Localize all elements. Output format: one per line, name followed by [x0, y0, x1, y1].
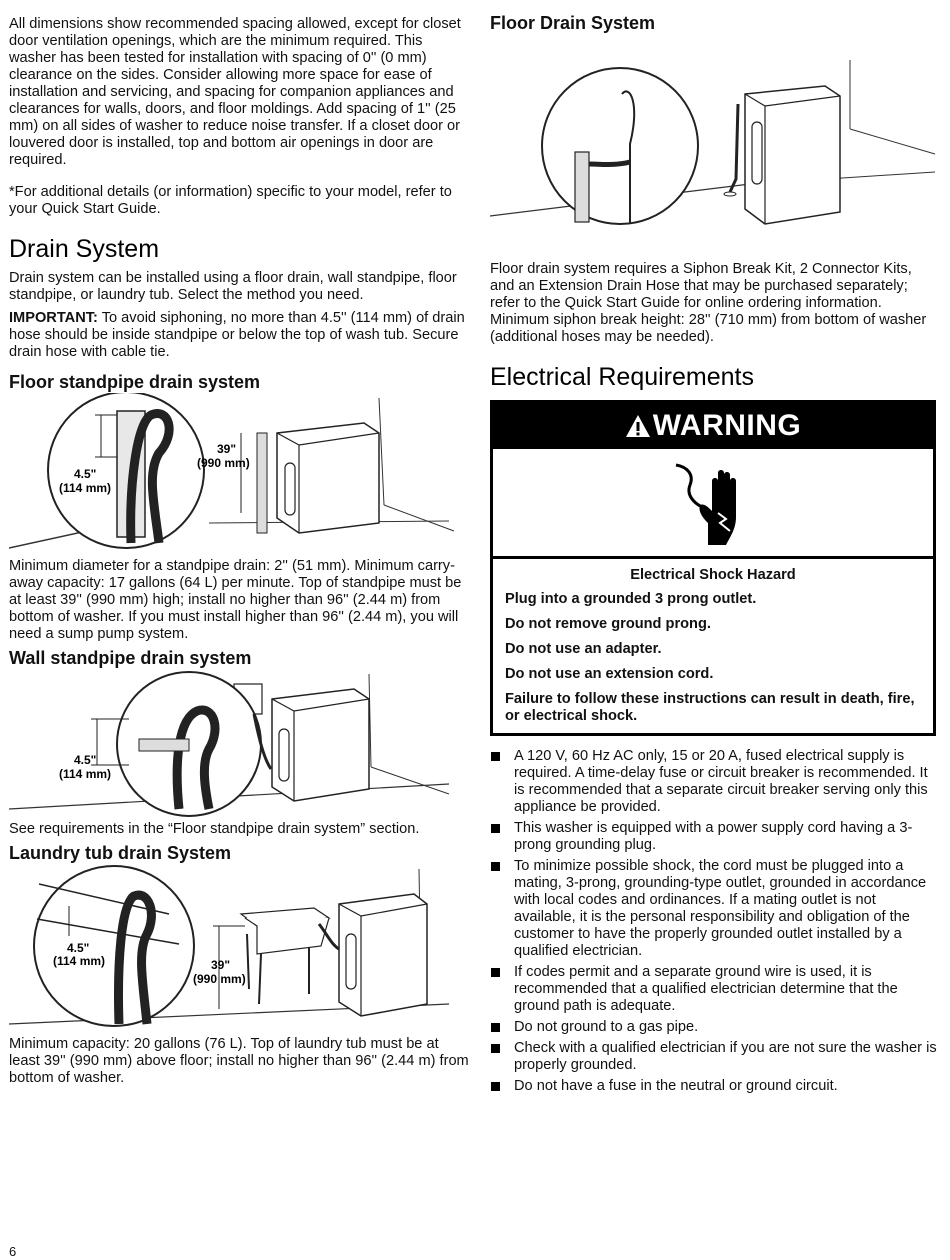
laundry-tub-label-a1: 4.5": [67, 941, 89, 955]
floor-standpipe-text: Minimum diameter for a standpipe drain: …: [9, 558, 462, 642]
left-column: All dimensions show recommended spacing …: [9, 16, 469, 1087]
drain-system-title: Drain System: [9, 235, 160, 263]
floor-standpipe-label-a1: 4.5": [74, 467, 96, 481]
electric-shock-hand-icon: [675, 463, 736, 545]
hazard-name: Electrical Shock Hazard: [630, 567, 796, 583]
floor-drain-text: Floor drain system requires a Siphon Bre…: [490, 261, 927, 345]
bullet-square-icon: [491, 1023, 500, 1032]
bullet-square-icon: [491, 1044, 500, 1053]
warning-title: WARNING: [652, 409, 802, 442]
warning-line: Failure to follow these instructions can…: [505, 691, 915, 724]
list-item: This washer is equipped with a power sup…: [490, 820, 940, 854]
floor-standpipe-title: Floor standpipe drain system: [9, 372, 261, 392]
right-column: Floor Drain System Floor drain system re…: [490, 12, 940, 1099]
warning-box: WARNING Electrical Shock Hazard Plug int…: [490, 400, 936, 736]
wall-standpipe-label-a2: (114 mm): [59, 767, 111, 781]
bullet-square-icon: [491, 968, 500, 977]
laundry-tub-text: Minimum capacity: 20 gallons (76 L). Top…: [9, 1036, 469, 1086]
floor-drain-title: Floor Drain System: [490, 13, 656, 33]
list-item: Do not ground to a gas pipe.: [490, 1019, 940, 1036]
warning-body: Electrical Shock Hazard Plug into a grou…: [493, 559, 933, 733]
warning-line: Do not use an extension cord.: [505, 666, 714, 682]
laundry-tub-title: Laundry tub drain System: [9, 843, 232, 863]
page-number: 6: [9, 1244, 17, 1259]
warning-icon-area: [493, 449, 933, 559]
floor-standpipe-illustration: 4.5" (114 mm) 39" (990 mm): [9, 393, 455, 549]
list-item: Do not have a fuse in the neutral or gro…: [490, 1078, 940, 1095]
warning-line: Do not use an adapter.: [505, 641, 662, 657]
bullet-square-icon: [491, 1082, 500, 1091]
drain-system-intro: Drain system can be installed using a fl…: [9, 270, 457, 303]
list-item: To minimize possible shock, the cord mus…: [490, 858, 940, 960]
list-item: A 120 V, 60 Hz AC only, 15 or 20 A, fuse…: [490, 748, 940, 816]
warning-line: Plug into a grounded 3 prong outlet.: [505, 591, 757, 607]
list-item: If codes permit and a separate ground wi…: [490, 964, 940, 1015]
floor-standpipe-label-a2: (114 mm): [59, 481, 111, 495]
bullet-square-icon: [491, 824, 500, 833]
wall-standpipe-label-a1: 4.5": [74, 753, 96, 767]
floor-standpipe-label-b1: 39": [217, 442, 236, 456]
laundry-tub-label-b1: 39": [211, 958, 230, 972]
list-item: Check with a qualified electrician if yo…: [490, 1040, 940, 1074]
important-note: IMPORTANT: To avoid siphoning, no more t…: [9, 310, 465, 360]
laundry-tub-label-a2: (114 mm): [53, 954, 105, 968]
quick-start-note: *For additional details (or information)…: [9, 184, 452, 217]
wall-standpipe-title: Wall standpipe drain system: [9, 648, 252, 668]
electrical-title: Electrical Requirements: [490, 363, 754, 391]
floor-standpipe-label-b2: (990 mm): [197, 456, 250, 470]
laundry-tub-label-b2: (990 mm): [193, 972, 246, 986]
electrical-requirements-list: A 120 V, 60 Hz AC only, 15 or 20 A, fuse…: [490, 748, 940, 1095]
bullet-square-icon: [491, 862, 500, 871]
intro-paragraph: All dimensions show recommended spacing …: [9, 16, 461, 168]
warning-triangle-icon: [625, 415, 650, 437]
warning-header: WARNING: [493, 403, 933, 449]
bullet-square-icon: [491, 752, 500, 761]
laundry-tub-illustration: 4.5" (114 mm) 39" (990 mm): [9, 865, 450, 1027]
warning-line: Do not remove ground prong.: [505, 616, 711, 632]
wall-standpipe-text: See requirements in the “Floor standpipe…: [9, 821, 420, 837]
wall-standpipe-illustration: 4.5" (114 mm): [9, 671, 450, 817]
floor-drain-illustration: [490, 60, 936, 225]
